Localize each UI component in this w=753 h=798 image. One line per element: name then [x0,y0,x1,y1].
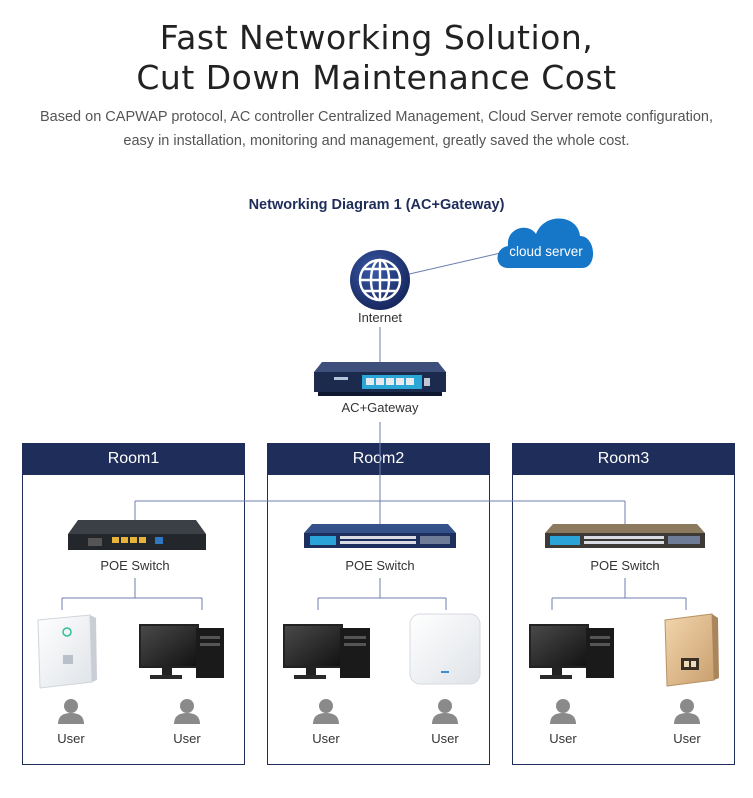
room3-wall-ap-gold-icon [664,613,719,687]
globe-icon [350,250,410,310]
headline-line-2: Cut Down Maintenance Cost [136,58,617,97]
gateway-label: AC+Gateway [341,400,419,415]
room1-switch-label: POE Switch [100,558,170,573]
room2-user1-label: User [312,731,340,746]
cloud-server-label: cloud server [509,244,583,259]
room3-branch-lines [551,578,687,610]
room3-user1-label: User [549,731,577,746]
connection-lines [61,251,687,610]
room1-branch-lines [61,578,203,610]
room-2-header: Room2 [267,443,490,475]
cloud-icon [497,218,594,268]
user-icon [550,699,576,724]
room-3-header: Room3 [512,443,735,475]
ac-gateway-device-icon [314,362,446,396]
user-icon [674,699,700,724]
room1-user1-label: User [57,731,85,746]
room2-ceiling-ap-icon [409,613,481,685]
user-icon [432,699,458,724]
subtext-line-1: Based on CAPWAP protocol, AC controller … [40,109,713,125]
room2-switch-label: POE Switch [345,558,415,573]
room3-desktop-pc-icon [529,624,614,679]
room2-poe-switch-icon [304,524,456,548]
room3-poe-switch-icon [545,524,705,548]
room2-branch-lines [317,578,447,610]
user-icon [58,699,84,724]
room-1-header: Room1 [22,443,245,475]
room2-user2-label: User [431,731,459,746]
internet-label: Internet [357,310,403,325]
page-subtext: Based on CAPWAP protocol, AC controller … [30,105,723,153]
room1-user2-label: User [173,731,201,746]
room3-user2-label: User [673,731,701,746]
internet-cloud-link [404,251,506,276]
room2-desktop-pc-icon [283,624,370,679]
room3-switch-label: POE Switch [590,558,660,573]
room1-poe-switch-icon [68,520,206,550]
headline-line-1: Fast Networking Solution, [159,18,594,57]
room1-wall-ap-icon [37,614,97,689]
page-headline: Fast Networking Solution, Cut Down Maint… [0,18,753,98]
diagram-title: Networking Diagram 1 (AC+Gateway) [248,197,505,213]
subtext-line-2: easy in installation, monitoring and man… [123,133,630,149]
room1-desktop-pc-icon [139,624,224,679]
user-icon [174,699,200,724]
user-icon [313,699,339,724]
